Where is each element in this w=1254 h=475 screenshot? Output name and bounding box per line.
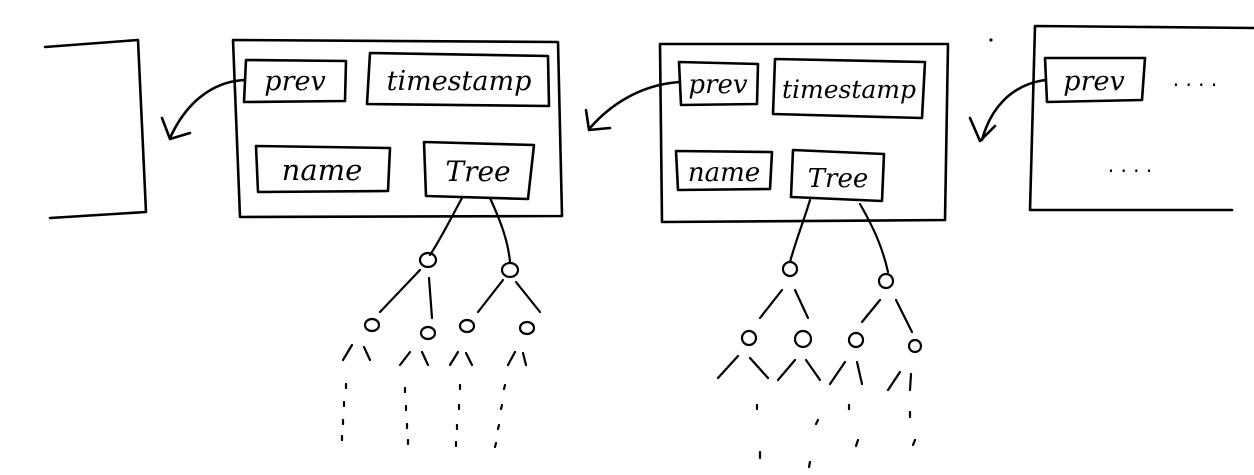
block-1: prev timestamp name Tree xyxy=(160,38,564,449)
block-1-tree-label: Tree xyxy=(445,155,510,188)
block-1-name-field: name xyxy=(254,144,392,194)
block-2-prev-field: prev xyxy=(677,60,760,107)
block-1-prev-field: prev xyxy=(242,58,348,104)
block-1-merkle-tree xyxy=(340,196,542,449)
block-3-prev-field: prev xyxy=(1043,56,1147,104)
block-1-name-label: name xyxy=(282,153,363,187)
block-1-prev-arrow xyxy=(160,78,246,141)
block-2: prev timestamp name Tree xyxy=(584,42,950,469)
block-2-tree-label: Tree xyxy=(808,164,869,194)
block-3-ellipsis-top: · · · · xyxy=(1173,73,1218,97)
block-3: prev · · · · · · · · xyxy=(968,24,1254,212)
block-2-timestamp-label: timestamp xyxy=(782,75,916,104)
block-1-timestamp-field: timestamp xyxy=(365,51,551,108)
block-2-prev-arrow xyxy=(584,80,681,132)
block-2-prev-label: prev xyxy=(688,70,747,100)
block-2-name-field: name xyxy=(674,149,774,192)
block-3-prev-arrow xyxy=(968,78,1047,143)
block-2-name-label: name xyxy=(688,158,760,188)
block-2-tree-field: Tree xyxy=(789,148,886,203)
previous-block-partial xyxy=(43,38,148,220)
block-2-merkle-tree xyxy=(716,198,923,469)
block-1-tree-field: Tree xyxy=(422,140,536,201)
block-2-timestamp-field: timestamp xyxy=(771,57,927,120)
block-3-prev-label: prev xyxy=(1063,66,1124,97)
stray-dot xyxy=(989,38,993,42)
block-1-prev-label: prev xyxy=(264,66,325,97)
block-3-ellipsis-bottom: · · · · xyxy=(1108,159,1153,183)
block-1-timestamp-label: timestamp xyxy=(387,66,532,97)
